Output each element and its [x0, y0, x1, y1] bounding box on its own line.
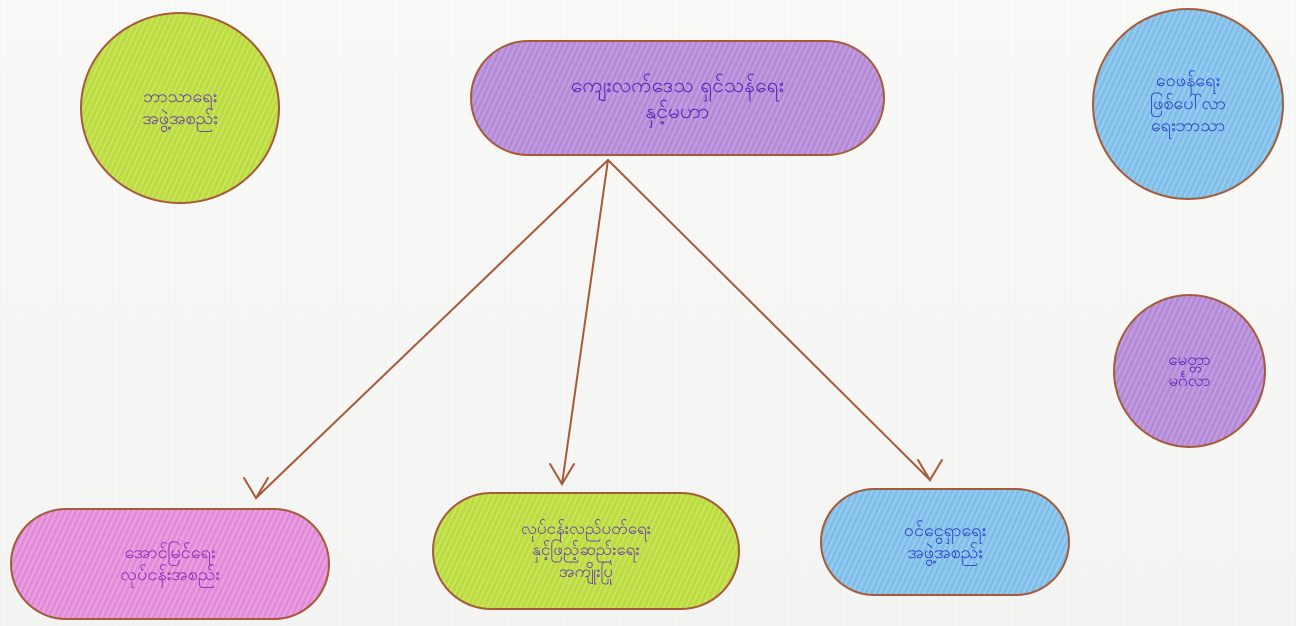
top-left-circle-node: ဘာသာရေး အဖွဲ့အစည်း	[80, 12, 280, 204]
bottom-left-subtopic-node: အောင်မြင်ရေး လုပ်ငန်းအစည်း	[10, 508, 330, 620]
top-right-circle-node: ဝေဖန်ရေး ဖြစ်ပေါ်လာ ရေးဘာသာ	[1092, 8, 1284, 200]
bottom-right-subtopic-node: ဝင်ငွေရှာရေး အဖွဲ့အစည်း	[820, 488, 1070, 596]
middle-right-circle-node: မေတ္တာ မင်္ဂလာ	[1113, 294, 1266, 448]
central-topic-node: ကျေးလက်ဒေသ ရှင်သန်ရေး နှင့်မဟာ	[470, 40, 885, 156]
bottom-middle-subtopic-node: လုပ်ငန်းလည်ပတ်ရေး နှင့်ဖြည့်ဆည်းရေး အကျိ…	[432, 492, 740, 610]
